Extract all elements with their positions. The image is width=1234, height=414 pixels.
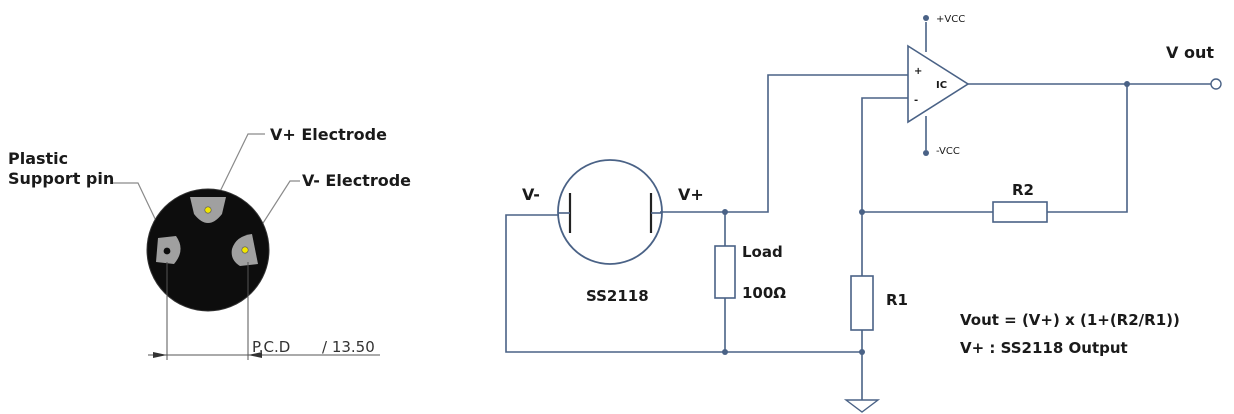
vout-terminal <box>1210 78 1222 90</box>
vminus-label: V- <box>522 185 540 204</box>
opamp-triangle <box>907 44 970 124</box>
vplus-electrode-label: V+ Electrode <box>270 125 387 144</box>
sensor-name-label: SS2118 <box>586 287 649 305</box>
vcc-neg-label: -VCC <box>936 146 960 157</box>
plastic-pin-hole <box>163 247 171 255</box>
opamp-minus-label: - <box>914 95 918 106</box>
vminus-electrode-label: V- Electrode <box>302 171 411 190</box>
load-label: Load <box>742 243 783 261</box>
wire-vminus-loop <box>505 214 862 353</box>
vout-label: V out <box>1166 43 1214 62</box>
pcd-arrow-right <box>248 352 262 358</box>
r1-resistor <box>850 275 874 331</box>
vplus-electrode-pad <box>190 197 226 223</box>
vcc-pos-label: +VCC <box>936 14 965 25</box>
load-resistor <box>714 245 736 299</box>
amplifier-circuit: V- V+ SS2118 Load 100Ω R1 R2 IC + - +VCC… <box>505 14 1222 413</box>
note-text: V+ : SS2118 Output <box>960 339 1128 357</box>
wire-feedback-node <box>861 97 908 276</box>
wire-r2-right <box>1047 84 1128 213</box>
wire-vplus-to-opamp <box>725 74 908 213</box>
junction-output <box>1124 81 1130 87</box>
vminus-electrode-pad <box>231 234 258 266</box>
vplus-pin-dot <box>204 206 212 214</box>
sensor-body <box>146 188 270 312</box>
ground-symbol <box>843 399 881 413</box>
r2-resistor <box>992 201 1048 223</box>
vminus-pin-dot <box>241 246 249 254</box>
sensor-pinout-drawing: Plastic Support pin V+ Electrode V- Elec… <box>8 125 411 360</box>
pcd-arrow-left <box>153 352 167 358</box>
plastic-support-pin <box>156 236 181 264</box>
load-value-label: 100Ω <box>742 284 786 302</box>
sensor-symbol-ss2118 <box>557 159 663 265</box>
pcd-label: P.C.D <box>252 338 290 356</box>
opamp-label: IC <box>936 80 947 91</box>
junction-load-bottom <box>722 349 728 355</box>
plastic-label-line1: Plastic <box>8 149 68 168</box>
vplus-electrode-leader <box>211 133 265 209</box>
plastic-label-line2: Support pin <box>8 169 114 188</box>
junction-vplus <box>722 209 728 215</box>
opamp-plus-label: + <box>914 66 922 77</box>
r1-label: R1 <box>886 291 908 309</box>
junction-r1-top <box>859 209 865 215</box>
r2-label: R2 <box>1012 181 1034 199</box>
vcc-pos-terminal <box>923 15 929 21</box>
pcd-value: / 13.50 <box>322 338 375 356</box>
junction-ground <box>859 349 865 355</box>
formula-text: Vout = (V+) x (1+(R2/R1)) <box>960 311 1180 329</box>
vplus-label: V+ <box>678 185 704 204</box>
vcc-neg-terminal <box>923 150 929 156</box>
